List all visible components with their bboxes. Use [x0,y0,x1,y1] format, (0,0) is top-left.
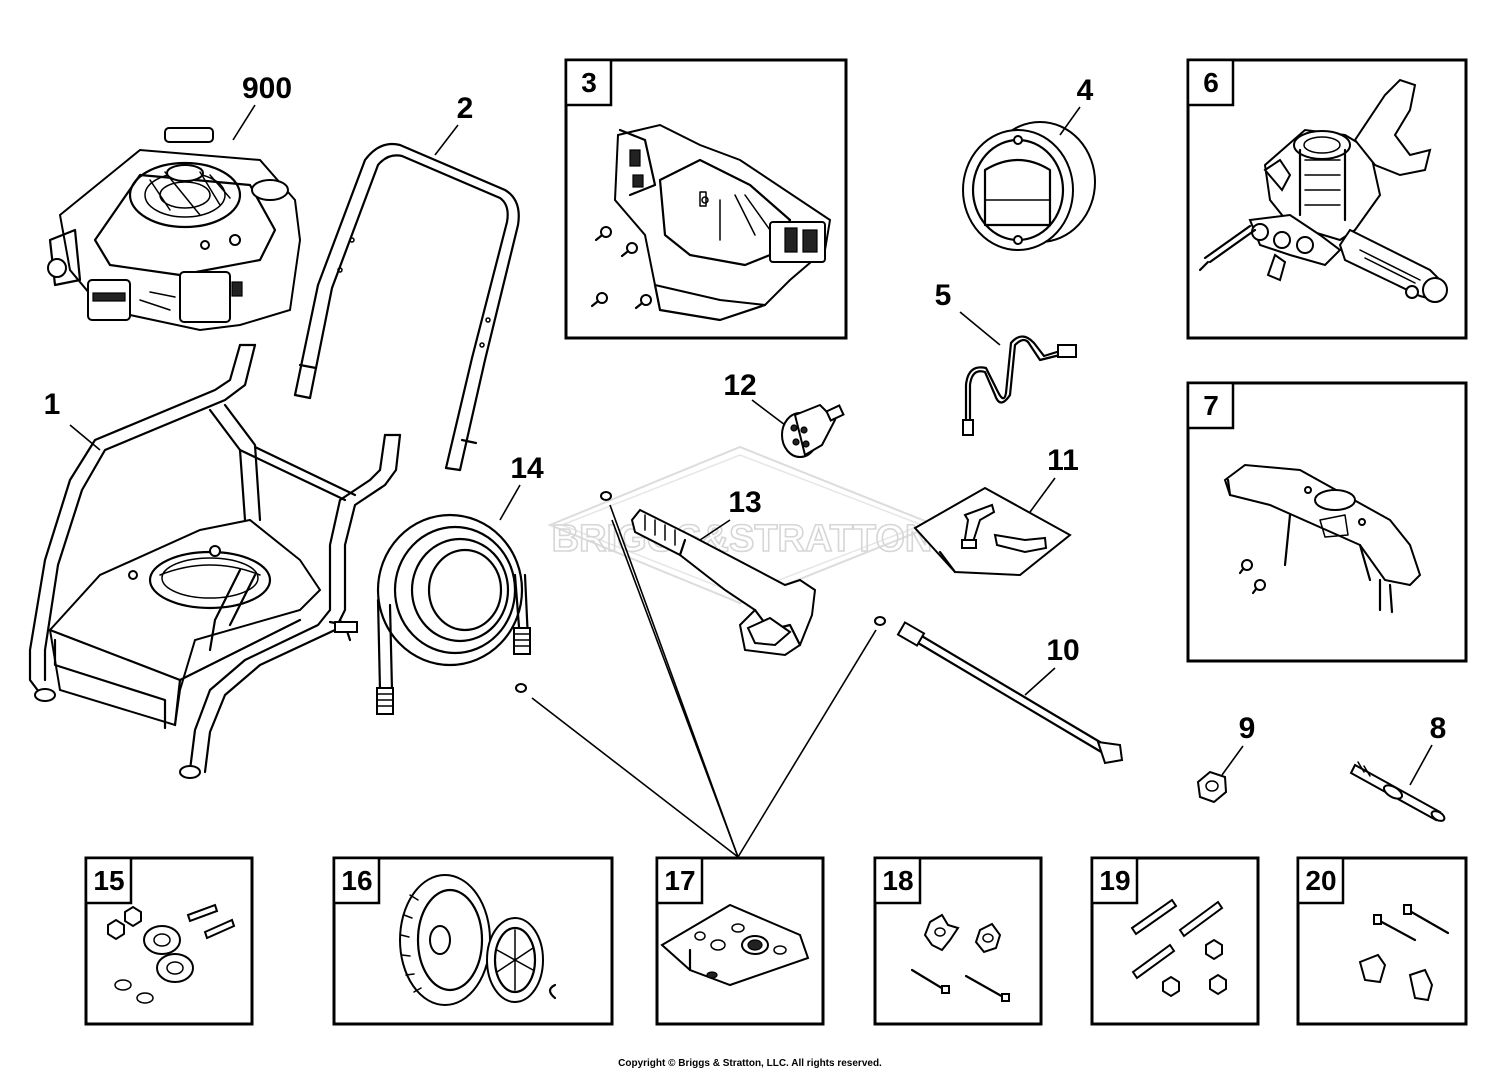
callout-12: 12 [723,369,756,402]
box-18-label: 18 [882,865,913,896]
nozzle-part[interactable] [781,403,845,458]
fastener-part[interactable] [1358,904,1450,1002]
box-15-tag [84,856,133,905]
box-17-label: 17 [664,865,695,896]
oring-kit-part[interactable] [660,903,810,987]
box-20-label: 20 [1305,865,1336,896]
handle-part[interactable] [293,142,520,472]
callout-900: 900 [242,72,292,105]
nut-part[interactable] [1196,770,1228,804]
frame-part[interactable] [28,343,402,779]
box-19-label: 19 [1099,865,1130,896]
box-6-tag [1186,58,1235,107]
callout-8: 8 [1430,712,1447,745]
hose-part[interactable] [376,513,531,715]
watermark-text: BRIGGS&STRATTON [552,518,933,560]
callout-4: 4 [1077,74,1094,107]
wire-harness-part[interactable] [962,335,1077,436]
oring-leader-lines [531,504,877,858]
callout-11: 11 [1047,444,1079,477]
callout-1: 1 [44,388,61,421]
callout-5: 5 [935,279,952,312]
box-17-tag [655,856,704,905]
lance-part[interactable] [874,616,1124,765]
callout-14: 14 [510,452,544,485]
callout-9: 9 [1239,712,1256,745]
knob-part[interactable] [910,913,1010,1002]
engine-part[interactable] [47,127,302,332]
pump-part[interactable] [1198,78,1448,303]
box-3-label: 3 [581,67,597,98]
axle-part[interactable] [1349,761,1446,823]
bracket-part[interactable] [1223,463,1422,614]
box-7-tag [1186,381,1235,430]
box-7-label: 7 [1203,390,1219,421]
spray-gun-part[interactable] [600,491,817,657]
callout-13: 13 [728,486,761,519]
box-16-tag [332,856,381,905]
box-18-tag [873,856,922,905]
callout-2: 2 [457,92,474,125]
control-panel-part[interactable] [613,123,832,322]
box-19-tag [1090,856,1139,905]
gauge-part[interactable] [962,121,1096,251]
control-panel-screws[interactable] [590,226,652,310]
wheel-hardware-part[interactable] [107,903,236,1004]
brand-watermark: BRIGGS&STRATTON [547,445,938,605]
box-16-label: 16 [341,865,372,896]
copyright-notice: Copyright © Briggs & Stratton, LLC. All … [618,1058,882,1069]
box-15-label: 15 [93,865,124,896]
bolt-nut-part[interactable] [1130,898,1227,998]
callout-10: 10 [1046,634,1079,667]
box-6-label: 6 [1203,67,1219,98]
box-20-tag [1296,856,1345,905]
hardware-bag-part[interactable] [913,486,1072,577]
bracket-screws[interactable] [1238,559,1266,595]
wheel-part[interactable] [399,874,557,1006]
box-3-tag [564,58,613,107]
